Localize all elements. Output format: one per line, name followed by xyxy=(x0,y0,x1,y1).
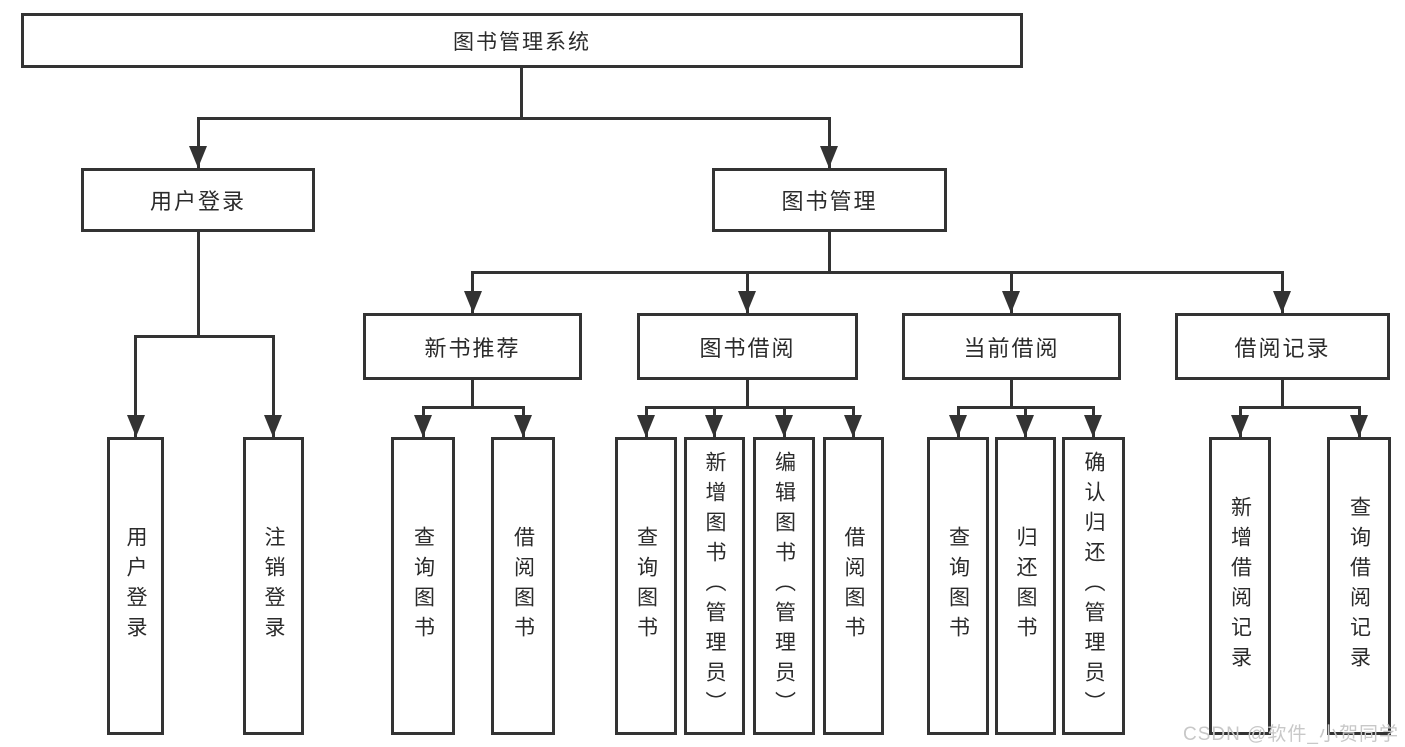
arrow-down-icon xyxy=(705,415,723,437)
node-label: 查询图书 xyxy=(634,526,658,646)
arrow-down-icon xyxy=(189,146,207,168)
connector-line xyxy=(1010,380,1013,409)
leaf-confirm-return-admin: 确认归还（管理员） xyxy=(1062,437,1125,735)
arrow-down-icon xyxy=(514,415,532,437)
leaf-add-books-admin: 新增图书（管理员） xyxy=(684,437,745,735)
arrow-down-icon xyxy=(464,291,482,313)
arrow-down-icon xyxy=(1231,415,1249,437)
arrow-down-icon xyxy=(414,415,432,437)
csdn-watermark: CSDN @软件_小贺同学 xyxy=(1183,724,1399,745)
node-new-book-recommendation: 新书推荐 xyxy=(363,313,582,380)
leaf-query-borrow-record: 查询借阅记录 xyxy=(1327,437,1391,735)
connector-line xyxy=(828,232,831,274)
arrow-down-icon xyxy=(264,415,282,437)
node-label: 新书推荐 xyxy=(424,335,521,361)
node-label: 借阅图书 xyxy=(511,526,535,646)
arrow-down-icon xyxy=(1084,415,1102,437)
arrow-down-icon xyxy=(1350,415,1368,437)
connector-line xyxy=(471,380,474,409)
node-root-system: 图书管理系统 xyxy=(21,13,1023,68)
arrow-down-icon xyxy=(1016,415,1034,437)
node-label: 查询借阅记录 xyxy=(1347,496,1371,676)
node-label: 归还图书 xyxy=(1014,526,1037,646)
connector-line xyxy=(645,406,855,409)
node-label: 注销登录 xyxy=(262,526,285,646)
node-label: 新增借阅记录 xyxy=(1228,496,1252,676)
arrow-down-icon xyxy=(127,415,145,437)
node-book-borrowing: 图书借阅 xyxy=(637,313,858,380)
connector-line xyxy=(197,117,200,168)
leaf-query-books-1: 查询图书 xyxy=(391,437,455,735)
connector-line xyxy=(272,335,275,437)
connector-line xyxy=(1239,406,1361,409)
connector-line xyxy=(746,380,749,409)
node-label: 编辑图书（管理员） xyxy=(772,451,796,721)
leaf-logout: 注销登录 xyxy=(243,437,304,735)
node-label: 借阅记录 xyxy=(1234,335,1331,361)
connector-line xyxy=(422,406,525,409)
connector-line xyxy=(197,117,830,120)
connector-line xyxy=(134,335,275,338)
arrow-down-icon xyxy=(738,291,756,313)
node-borrowing-records: 借阅记录 xyxy=(1175,313,1390,380)
arrow-down-icon xyxy=(844,415,862,437)
node-current-borrowing: 当前借阅 xyxy=(902,313,1121,380)
connector-line xyxy=(1281,380,1284,409)
leaf-add-borrow-record: 新增借阅记录 xyxy=(1209,437,1271,735)
node-label: 确认归还（管理员） xyxy=(1082,451,1105,721)
node-user-login: 用户登录 xyxy=(81,168,315,232)
leaf-borrow-books-1: 借阅图书 xyxy=(491,437,555,735)
connector-line xyxy=(197,232,200,338)
leaf-query-books-2: 查询图书 xyxy=(615,437,677,735)
node-label: 当前借阅 xyxy=(963,335,1060,361)
node-label: 用户登录 xyxy=(149,189,246,214)
arrow-down-icon xyxy=(637,415,655,437)
arrow-down-icon xyxy=(949,415,967,437)
node-book-management: 图书管理 xyxy=(712,168,947,232)
connector-line xyxy=(828,117,831,168)
leaf-return-books: 归还图书 xyxy=(995,437,1056,735)
leaf-borrow-books-2: 借阅图书 xyxy=(823,437,884,735)
arrow-down-icon xyxy=(1273,291,1291,313)
node-label: 查询图书 xyxy=(411,526,435,646)
node-label: 查询图书 xyxy=(946,526,970,646)
node-label: 图书管理系统 xyxy=(453,30,591,54)
arrow-down-icon xyxy=(820,146,838,168)
arrow-down-icon xyxy=(775,415,793,437)
connector-line xyxy=(520,68,523,119)
arrow-down-icon xyxy=(1002,291,1020,313)
leaf-edit-books-admin: 编辑图书（管理员） xyxy=(753,437,815,735)
node-label: 图书管理 xyxy=(781,189,878,214)
leaf-query-books-3: 查询图书 xyxy=(927,437,989,735)
node-label: 新增图书（管理员） xyxy=(703,451,726,721)
node-label: 图书借阅 xyxy=(699,335,796,361)
leaf-user-login: 用户登录 xyxy=(107,437,164,735)
node-label: 借阅图书 xyxy=(842,526,865,646)
connector-line xyxy=(134,335,137,437)
node-label: 用户登录 xyxy=(124,526,147,646)
connector-line xyxy=(471,271,1284,274)
